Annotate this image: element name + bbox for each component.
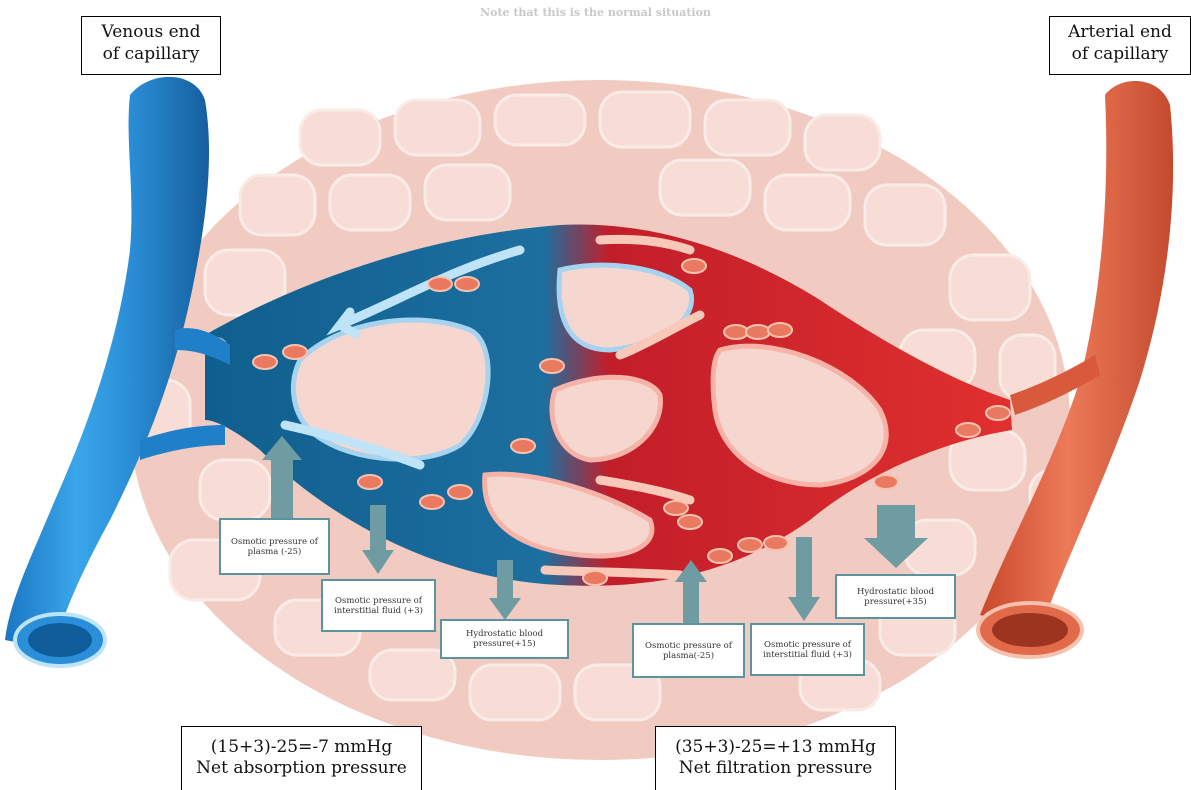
arterial-osmotic-interstitial-box: Osmotic pressure of interstitial fluid (… (750, 623, 865, 676)
net-absorption-box: (15+3)-25=-7 mmHg Net absorption pressur… (181, 726, 422, 790)
arterial-hydrostatic-box: Hydrostatic blood pressure(+35) (835, 574, 956, 619)
arterial-label-line1: Arterial end (1050, 21, 1190, 43)
arterial-end-label: Arterial end of capillary (1049, 16, 1191, 75)
absorption-equation: (15+3)-25=-7 mmHg (182, 737, 421, 758)
venous-hydrostatic-box: Hydrostatic blood pressure(+15) (440, 619, 569, 659)
venous-osmotic-interstitial-box: Osmotic pressure of interstitial fluid (… (321, 579, 436, 632)
arterial-osmotic-plasma-box: Osmotic pressure of plasma(-25) (632, 623, 745, 678)
venous-label-line2: of capillary (82, 43, 220, 65)
net-filtration-box: (35+3)-25=+13 mmHg Net filtration pressu… (655, 726, 896, 790)
absorption-label: Net absorption pressure (182, 758, 421, 779)
venous-end-label: Venous end of capillary (81, 16, 221, 75)
filtration-equation: (35+3)-25=+13 mmHg (656, 737, 895, 758)
venous-osmotic-plasma-box: Osmotic pressure of plasma (-25) (219, 518, 330, 575)
filtration-label: Net filtration pressure (656, 758, 895, 779)
flow-arrow (545, 570, 680, 575)
venous-label-line1: Venous end (82, 21, 220, 43)
arterial-label-line2: of capillary (1050, 43, 1190, 65)
